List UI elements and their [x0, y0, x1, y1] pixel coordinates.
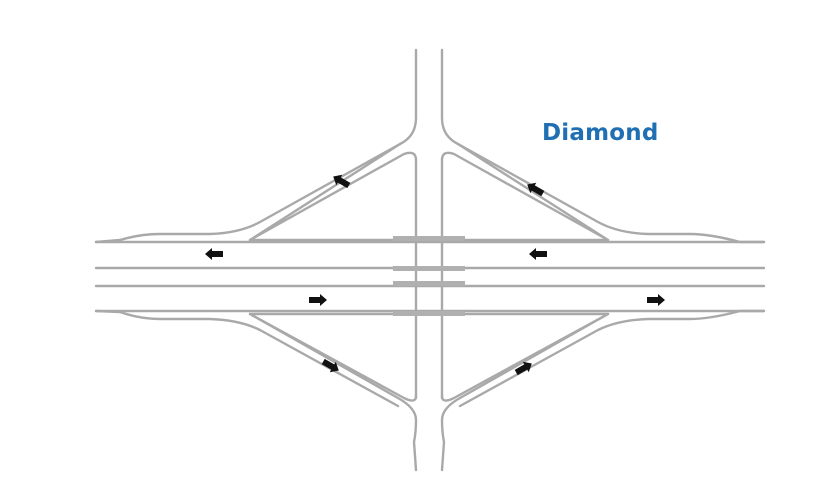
ramp-lower-left-inner	[248, 312, 418, 402]
ramp-upper-left	[94, 142, 418, 244]
crossroad	[248, 48, 610, 472]
arrow-ramp-upper-left-icon	[333, 174, 351, 189]
bridge-deck-2	[393, 266, 465, 271]
ramp-lower-right-inner	[440, 312, 610, 402]
arrow-ramp-lower-left-icon	[321, 358, 339, 373]
ramp-lower-left-outer	[94, 309, 400, 408]
ramp-lower-right-outer	[458, 309, 766, 408]
ramp-upper-left-inner	[248, 151, 418, 242]
arrow-westbound-left-icon	[205, 248, 223, 260]
ramp-upper-left-outer	[94, 142, 402, 244]
arrow-eastbound-left-icon	[309, 294, 327, 306]
ramp-lower-right	[440, 309, 766, 408]
direction-arrows	[205, 174, 665, 376]
ramp-upper-right-inner	[440, 151, 610, 242]
arrow-westbound-right-icon	[529, 248, 547, 260]
arrow-ramp-lower-right-icon	[514, 361, 532, 376]
overpass-bridge	[393, 236, 465, 316]
ramp-upper-right-outer	[456, 142, 766, 244]
arrow-ramp-upper-right-icon	[527, 182, 545, 197]
crossroad-right-edge	[440, 48, 610, 472]
crossroad-left-edge	[248, 48, 418, 472]
bridge-deck-1	[393, 236, 465, 241]
ramp-upper-right	[440, 142, 766, 244]
bridge-deck-3	[393, 281, 465, 286]
diagram-title: Diamond	[542, 120, 659, 146]
arrow-eastbound-right-icon	[647, 294, 665, 306]
ramp-lower-left	[94, 309, 418, 408]
bridge-deck-4	[393, 311, 465, 316]
